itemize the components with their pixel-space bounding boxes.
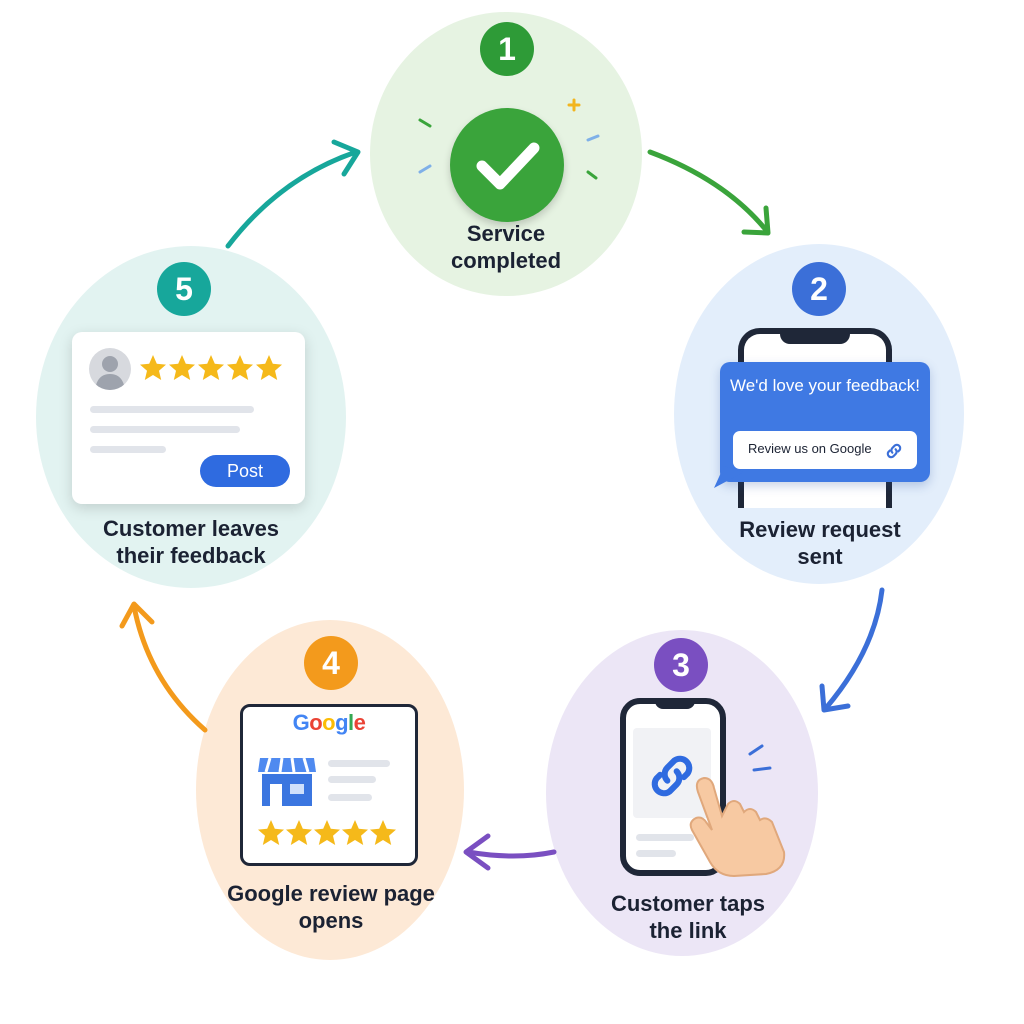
placeholder-line [636, 834, 694, 841]
phone-notch [780, 330, 850, 344]
review-text-line [90, 446, 166, 453]
review-text-line [90, 406, 254, 413]
placeholder-line [328, 794, 372, 801]
arrow-2-to-3-head [819, 683, 851, 713]
arrow-1-to-2 [647, 149, 769, 233]
avatar [89, 348, 131, 390]
link-icon[interactable] [644, 748, 700, 804]
five-star-rating-icon[interactable] [138, 352, 290, 384]
arrow-1-to-2-head [741, 205, 771, 236]
arrow-4-to-5-head [119, 601, 155, 629]
review-text-line [90, 426, 240, 433]
arrow-3-to-4-head [463, 833, 491, 871]
arrow-2-to-3 [823, 587, 885, 711]
placeholder-line [328, 760, 390, 767]
step-5-label: Customer leaves their feedback [102, 516, 280, 568]
arrow-4-to-5 [131, 603, 208, 733]
arrow-5-to-1 [225, 149, 359, 249]
bubble-tail [714, 466, 744, 488]
five-star-rating-icon [258, 820, 396, 845]
link-icon [886, 443, 902, 459]
step-2-badge: 2 [792, 262, 846, 316]
arrow-3-to-4 [465, 849, 557, 859]
placeholder-line [328, 776, 376, 783]
tap-sparkle-icon [748, 744, 772, 772]
store-icon [258, 757, 316, 806]
step-5-badge: 5 [157, 262, 211, 316]
check-icon [450, 108, 564, 222]
placeholder-line [636, 850, 676, 857]
step-1-label: Service completed [450, 221, 562, 273]
step-1-badge: 1 [480, 22, 534, 76]
link-card [633, 728, 711, 818]
step-4-label: Google review page opens [227, 881, 435, 933]
phone-notch [655, 699, 695, 709]
review-link-button[interactable] [733, 431, 917, 469]
message-text: We'd love your feedback! [729, 376, 921, 395]
google-logo: Google [292, 710, 366, 735]
step-4-badge: 4 [304, 636, 358, 690]
arrow-5-to-1-head [331, 139, 361, 177]
step-3-badge: 3 [654, 638, 708, 692]
review-link-text: Review us on Google [748, 441, 872, 456]
tapping-hand-icon [689, 776, 786, 878]
step-3-label: Customer taps the link [610, 891, 766, 943]
step-2-label: Review request sent [739, 517, 901, 569]
post-button[interactable]: Post [200, 455, 290, 487]
sparkle-icon [418, 98, 600, 180]
